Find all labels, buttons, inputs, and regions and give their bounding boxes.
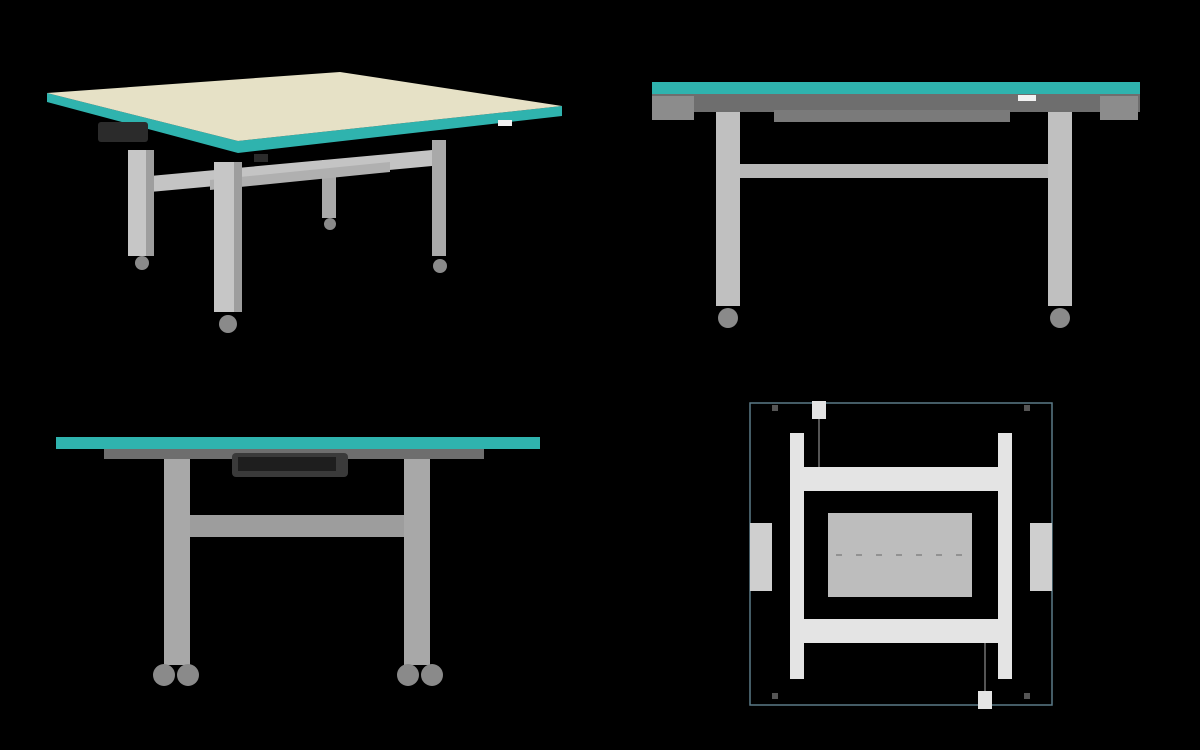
front-left-clamp: [652, 96, 694, 120]
front-crossbeam: [740, 164, 1048, 178]
iso-front-right-caster: [219, 315, 237, 333]
iso-front-left-caster: [135, 256, 149, 270]
plan-corner-mark: [772, 693, 778, 699]
isometric-table-drawing: [47, 72, 562, 333]
iso-front-left-leg: [128, 150, 150, 256]
iso-back-right-leg: [432, 140, 446, 256]
plan-left-rail: [790, 433, 804, 679]
plan-right-clamp: [1030, 523, 1052, 591]
iso-tabletop-edge: [47, 93, 562, 153]
side-elevation-view: [0, 375, 600, 750]
iso-control-panel: [98, 122, 148, 142]
front-left-leg: [716, 112, 740, 306]
side-left-caster-a: [153, 664, 175, 686]
plan-right-rail: [998, 433, 1012, 679]
plan-bottom-beam: [804, 619, 998, 643]
front-handset: [1018, 95, 1036, 101]
side-control-panel-face: [238, 457, 336, 471]
plan-left-clamp: [750, 523, 772, 591]
iso-back-right-caster: [433, 259, 447, 273]
front-tabletop-edge: [652, 82, 1140, 94]
side-crossbeam: [190, 515, 404, 537]
plan-bottom-module: [978, 691, 992, 709]
front-apron: [652, 94, 1140, 112]
plan-corner-mark: [1024, 405, 1030, 411]
iso-handset: [498, 120, 512, 126]
iso-usb-port: [254, 154, 268, 162]
underside-plan-drawing: [749, 401, 1053, 709]
iso-front-right-leg-shade: [234, 162, 242, 312]
plan-top-module: [812, 401, 826, 419]
iso-tabletop-surface: [47, 72, 562, 141]
iso-front-left-leg-shade: [146, 150, 154, 256]
front-right-clamp: [1100, 96, 1138, 120]
side-right-caster-a: [397, 664, 419, 686]
front-right-leg: [1048, 112, 1072, 306]
side-right-caster-b: [421, 664, 443, 686]
isometric-view: [0, 0, 600, 375]
underside-plan-view: [600, 375, 1200, 750]
front-tray: [774, 110, 1010, 122]
side-right-leg: [404, 459, 430, 665]
iso-crossbeam-under: [210, 162, 390, 190]
iso-back-left-caster: [324, 218, 336, 230]
plan-top-beam: [804, 467, 998, 491]
side-left-leg: [164, 459, 190, 665]
side-elevation-drawing: [56, 437, 540, 686]
front-left-caster: [718, 308, 738, 328]
side-tabletop-edge: [56, 437, 540, 449]
side-left-caster-b: [177, 664, 199, 686]
front-right-caster: [1050, 308, 1070, 328]
front-elevation-drawing: [652, 82, 1140, 328]
plan-corner-mark: [1024, 693, 1030, 699]
plan-corner-mark: [772, 405, 778, 411]
front-elevation-view: [600, 0, 1200, 375]
